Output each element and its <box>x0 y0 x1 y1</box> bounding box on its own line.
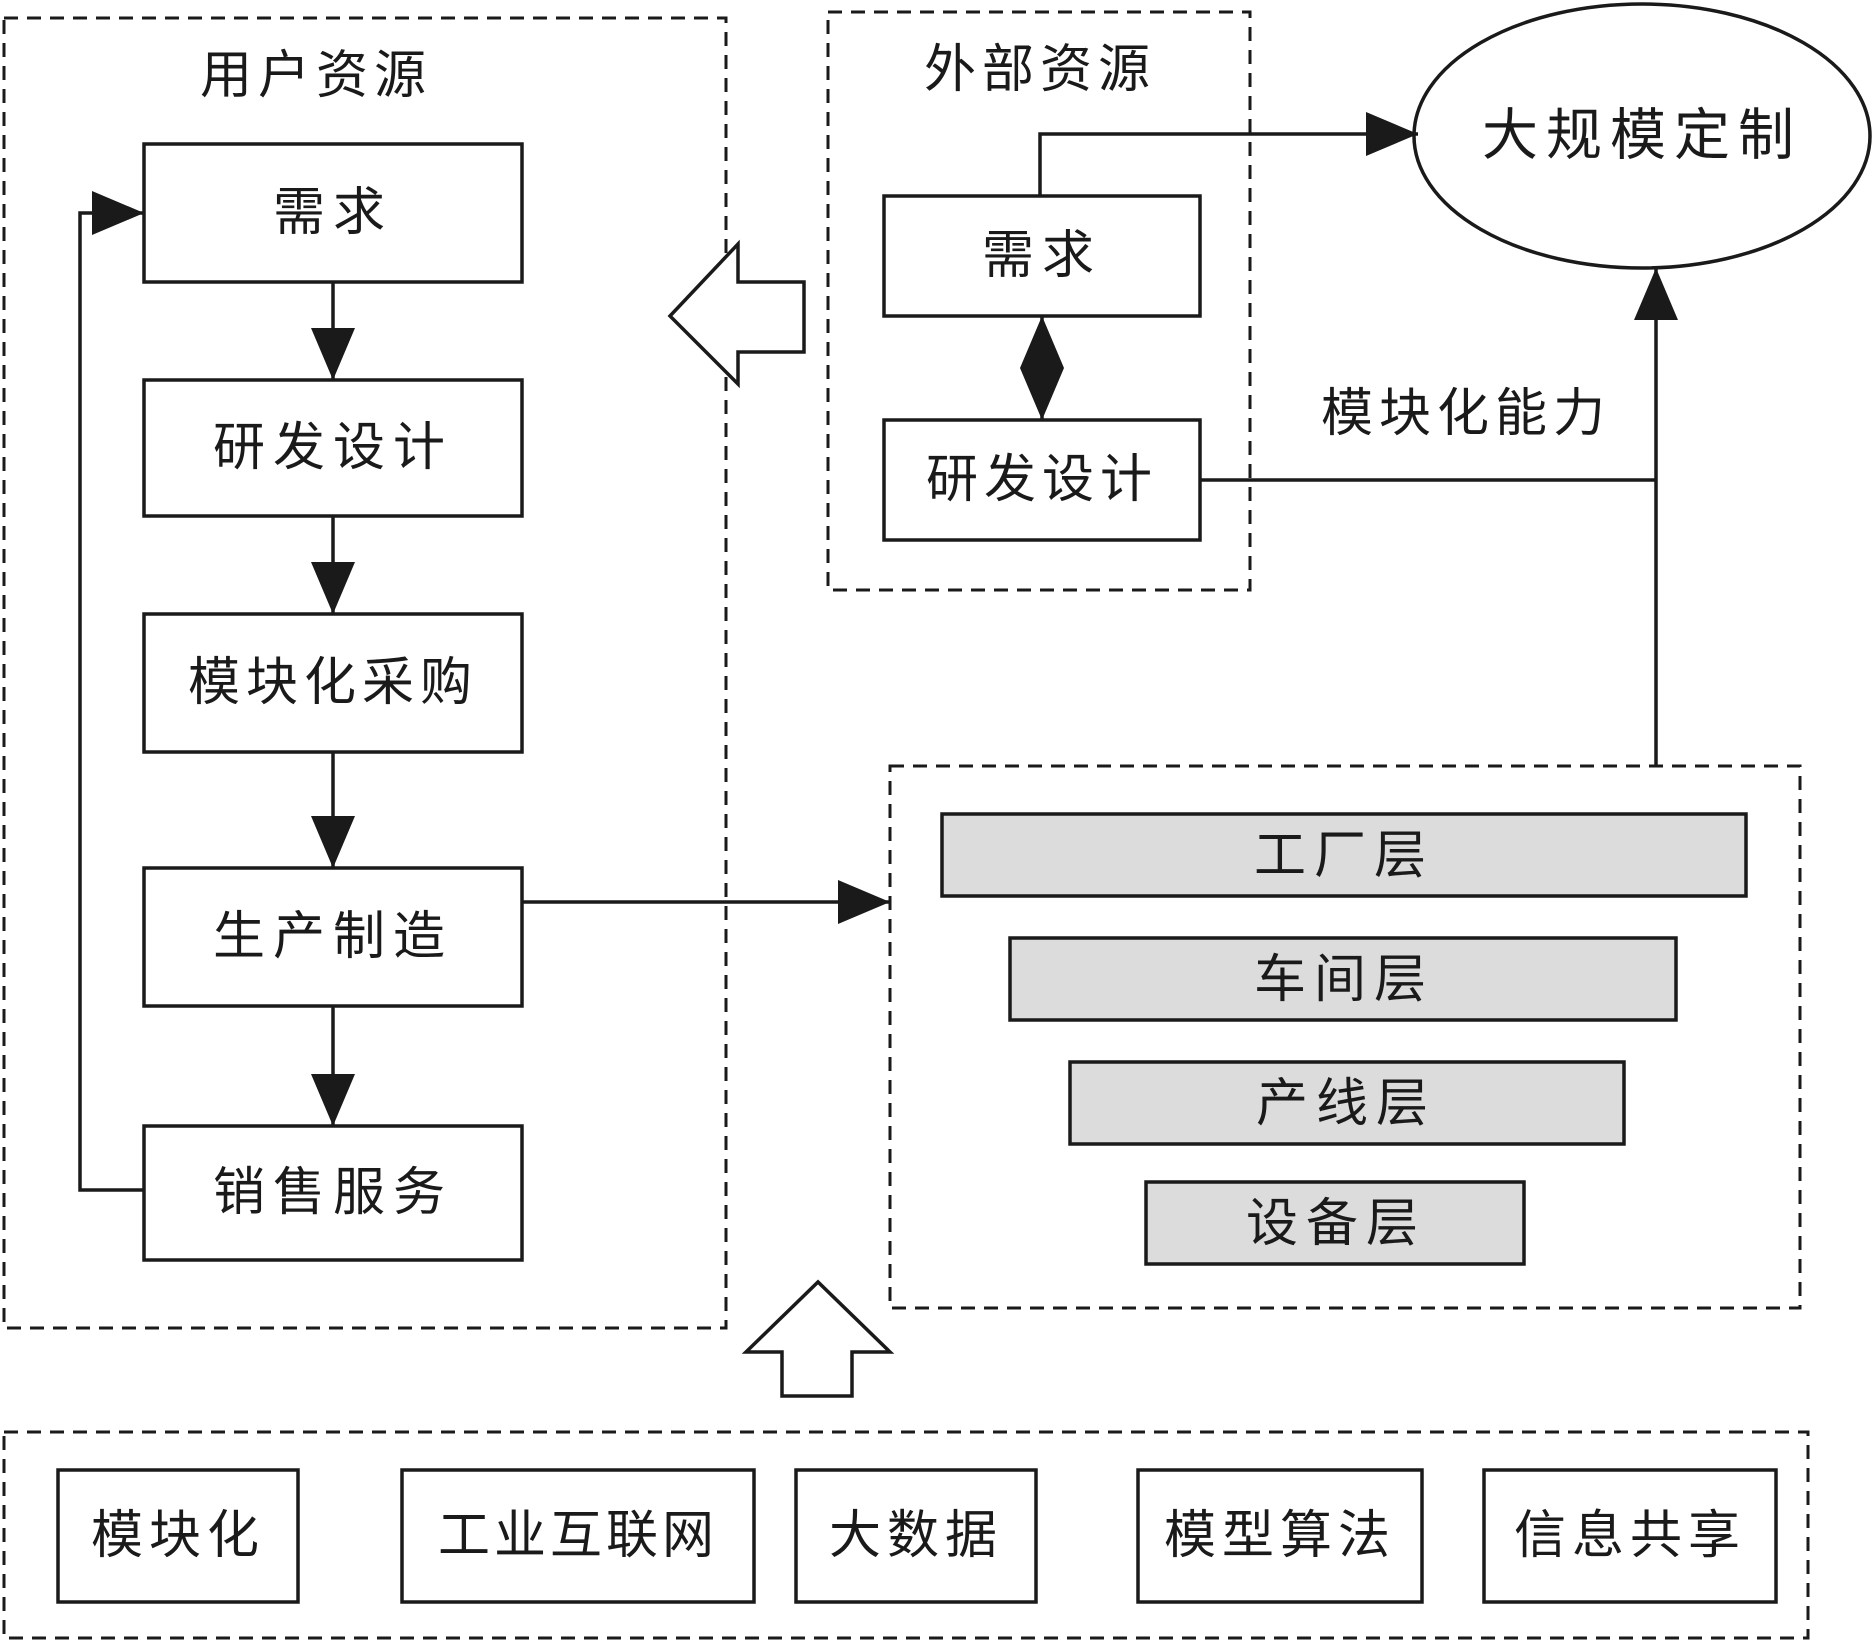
technologies-frame <box>2 1430 1810 1640</box>
tech-box-model-algorithm <box>1136 1468 1424 1604</box>
tech-box-information-sharing <box>1482 1468 1778 1604</box>
user-step-sales-label: 销售服务 <box>213 1163 453 1223</box>
user-step-box-sales <box>142 1124 524 1262</box>
modular-capability-label: 模块化能力 <box>1321 384 1611 444</box>
tech-big-data-label: 大数据 <box>829 1506 1003 1566</box>
user-resources-frame <box>2 16 728 1330</box>
tech-industrial-internet-label: 工业互联网 <box>438 1506 718 1566</box>
layers-frame <box>888 764 1802 1310</box>
tech-box-industrial-internet <box>400 1468 756 1604</box>
user-step-manufacturing-label: 生产制造 <box>213 907 453 967</box>
tech-modularization-label: 模块化 <box>91 1506 265 1566</box>
layer-production-line-label: 产线层 <box>1256 1074 1436 1134</box>
layer-bar-factory <box>940 812 1748 898</box>
layer-workshop-label: 车间层 <box>1254 950 1434 1010</box>
tech-box-modularization <box>56 1468 300 1604</box>
user-step-box-procurement <box>142 612 524 754</box>
layer-factory-label: 工厂层 <box>1254 826 1434 886</box>
tech-information-sharing-label: 信息共享 <box>1514 1506 1746 1566</box>
user-step-rnd-label: 研发设计 <box>213 418 453 478</box>
arrow-sales-feedback-to-demand <box>78 191 144 1192</box>
external-rnd-label: 研发设计 <box>926 450 1158 510</box>
user-step-demand-label: 需求 <box>273 183 393 243</box>
hollow-arrow-external-to-user <box>667 239 806 389</box>
tech-model-algorithm-label: 模型算法 <box>1164 1506 1396 1566</box>
tech-box-big-data <box>794 1468 1038 1604</box>
external-demand-box <box>882 194 1202 318</box>
external-resources-frame <box>826 10 1252 592</box>
layer-bar-production-line <box>1068 1060 1626 1146</box>
external-resources-title: 外部资源 <box>924 40 1156 100</box>
user-step-procurement-label: 模块化采购 <box>188 653 478 713</box>
user-step-box-demand <box>142 142 524 284</box>
hollow-arrow-technologies-up <box>741 1279 895 1398</box>
external-demand-label: 需求 <box>982 226 1102 286</box>
user-resources-title: 用户资源 <box>200 46 432 106</box>
arrow-external-demand-to-customization <box>1038 112 1418 196</box>
mass-customization-label: 大规模定制 <box>1482 104 1802 169</box>
layer-bar-workshop <box>1008 936 1678 1022</box>
layer-bar-equipment <box>1144 1180 1526 1266</box>
layer-equipment-label: 设备层 <box>1246 1194 1426 1254</box>
